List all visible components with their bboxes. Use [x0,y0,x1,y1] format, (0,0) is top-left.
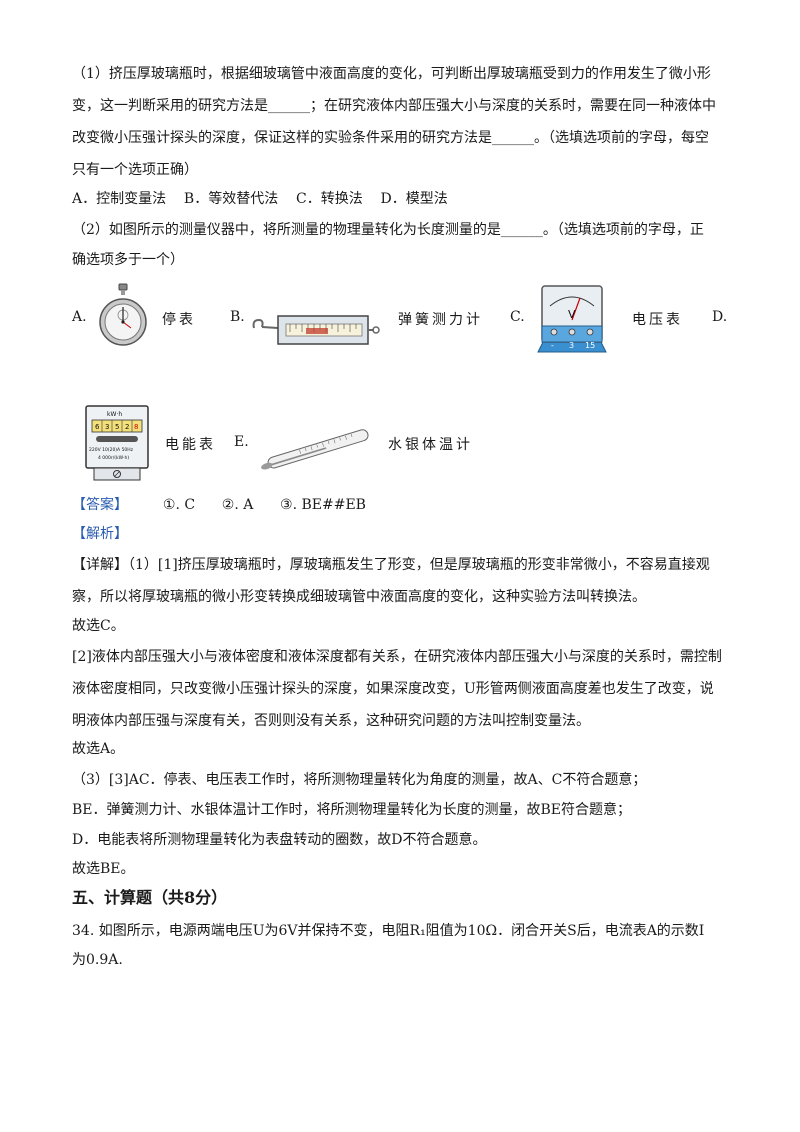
energy-digit-2: 3 [105,423,109,431]
option-e-name: 水银体温计 [388,437,473,453]
q2-line-1: （2）如图所示的测量仪器中，将所测量的物理量转化为长度测量的是______。（选… [72,222,704,238]
stopwatch-icon [98,282,148,356]
thermometer-icon [256,424,376,478]
answer-text: ①. C ②. A ③. BE##EB [162,497,366,513]
voltmeter-icon: V - 3 15 [534,280,610,360]
energy-meter-icon: kW·h 6 3 5 2 8 220V 10(20)A 50Hz 4 000r/… [84,404,150,488]
detail-p1-choice: 故选C。 [72,618,125,634]
detail-p2-line-1: [2]液体内部压强大小与液体密度和液体深度都有关系，在研究液体内部压强大小与深度… [72,649,722,665]
option-d-name: 电能表 [165,437,216,453]
energy-spec-1: 220V 10(20)A 50Hz [89,447,134,453]
energy-digit-3: 5 [115,423,119,431]
detail-p1-line-1: （1）[1]挤压厚玻璃瓶时，厚玻璃瓶发生了形变，但是厚玻璃瓶的形变非常微小，不容… [128,557,710,573]
voltmeter-terminal-neg: - [551,341,554,350]
voltmeter-v-label: V [568,308,576,321]
option-a-name: 停表 [162,312,196,328]
q34-line-2: 为0.9A. [72,952,123,968]
option-d-letter: D. [712,309,728,325]
option-c-name: 电压表 [632,312,683,328]
option-b-letter: B. [230,309,245,325]
section-5-title: 五、计算题（共8分） [72,888,228,907]
option-a-letter: A. [72,309,87,325]
energy-digit-5: 8 [134,423,138,431]
q1-options: A．控制变量法 B．等效替代法 C．转换法 D．模型法 [72,191,448,207]
option-c-letter: C. [510,309,525,325]
option-b-name: 弹簧测力计 [398,312,483,328]
q1-line-1: （1）挤压厚玻璃瓶时，根据细玻璃管中液面高度的变化，可判断出厚玻璃瓶受到力的作用… [72,66,711,82]
q34-line-1: 34. 如图所示，电源两端电压U为6V并保持不变，电阻R₁阻值为10Ω．闭合开关… [72,923,705,939]
detail-p2-line-2: 液体密度相同，只改变微小压强计探头的深度，如果深度改变，U形管两侧液面高度差也发… [72,681,714,697]
spring-scale-icon [250,306,380,360]
energy-digit-4: 2 [125,423,129,431]
voltmeter-terminal-3: 3 [569,341,574,350]
q1-line-2: 变，这一判断采用的研究方法是______；在研究液体内部压强大小与深度的关系时，… [72,98,716,114]
detail-p1-line-2: 察，所以将厚玻璃瓶的微小形变转换成细玻璃管中液面高度的变化，这种实验方法叫转换法… [72,589,646,605]
energy-digit-1: 6 [95,423,100,431]
option-e-letter: E. [234,434,249,450]
q1-line-3: 改变微小压强计探头的深度，保证这样的实验条件采用的研究方法是______。（选填… [72,130,709,146]
analysis-label: 【解析】 [72,526,128,542]
answer-label: 【答案】 [72,497,128,513]
detail-p2-choice: 故选A。 [72,741,125,757]
detail-p3-line-1: （3）[3]AC．停表、电压表工作时，将所测物理量转化为角度的测量，故A、C不符… [72,772,647,788]
energy-unit: kW·h [107,411,122,418]
q1-line-4: 只有一个选项正确） [72,162,198,178]
detail-p2-line-3: 明液体内部压强与深度有关，否则则没有关系，这种研究问题的方法叫控制变量法。 [72,713,590,729]
detail-p3-line-2: BE．弹簧测力计、水银体温计工作时，将所测物理量转化为长度的测量，故BE符合题意… [72,802,632,818]
energy-spec-2: 4 000r/(kW·h) [98,455,129,461]
detail-p3-choice: 故选BE。 [72,861,135,877]
q2-line-2: 确选项多于一个） [72,252,184,268]
detail-p3-line-3: D．电能表将所测物理量转化为表盘转动的圈数，故D不符合题意。 [72,832,487,848]
detail-label: 【详解】 [72,557,128,573]
voltmeter-terminal-15: 15 [585,341,595,350]
